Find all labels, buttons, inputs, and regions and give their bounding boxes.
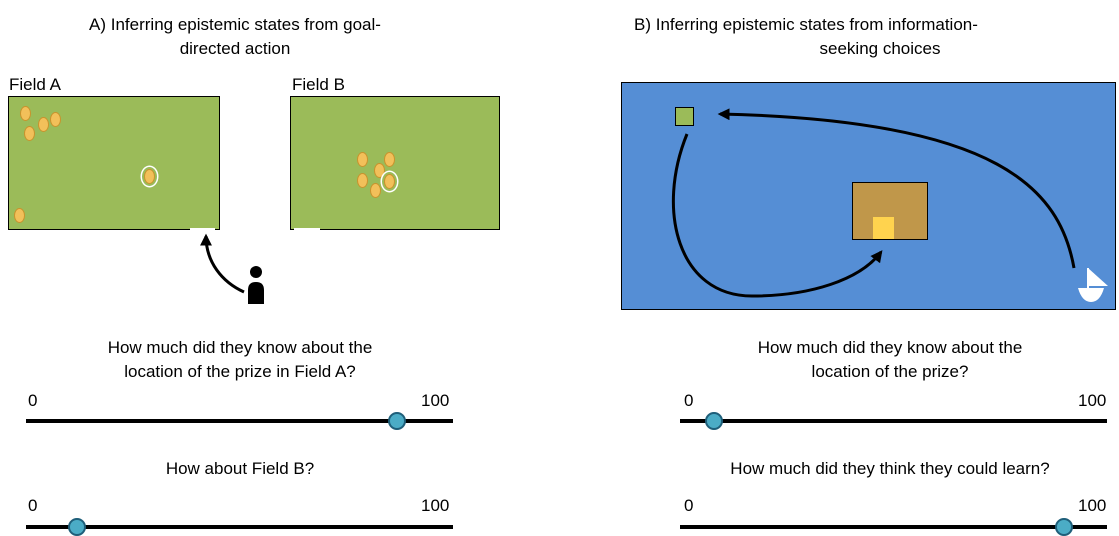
slider-b1-track[interactable]: [680, 412, 1107, 430]
slider-a2-max-label: 100: [421, 496, 450, 515]
panel-a-title-line2: directed action: [179, 39, 291, 58]
question-a1-line2: location of the prize in Field A?: [124, 362, 356, 381]
field-b: [290, 96, 500, 230]
panel-b-title-line2: seeking choices: [819, 39, 941, 58]
field-a-entrance: [190, 228, 215, 231]
panel-b-title-line1: B) Inferring epistemic states from infor…: [634, 15, 978, 34]
slider-a1-min-label: 0: [28, 391, 38, 410]
slider-b1-knob[interactable]: [705, 412, 724, 430]
seed: [50, 112, 61, 127]
seed: [374, 163, 385, 178]
question-b1-line1: How much did they know about the: [757, 338, 1023, 357]
question-a1-line1: How much did they know about the: [107, 338, 373, 357]
question-a2: How about Field B?: [165, 459, 315, 478]
field-a: [8, 96, 220, 230]
question-b2: How much did they think they could learn…: [730, 459, 1050, 478]
seed: [38, 117, 49, 132]
question-b1-line2: location of the prize?: [811, 362, 969, 381]
path-arrow-a: [200, 233, 245, 294]
seed: [357, 152, 368, 167]
seed: [370, 183, 381, 198]
slider-b1-max-label: 100: [1078, 391, 1107, 410]
panel-a-title-line1: A) Inferring epistemic states from goal-: [89, 15, 381, 34]
person-icon: [248, 266, 264, 304]
field-b-entrance: [294, 228, 320, 231]
slider-b1-min-label: 0: [684, 391, 694, 410]
prize-square: [873, 217, 894, 239]
selected-seed: [384, 174, 395, 189]
prize-hut: [852, 182, 928, 240]
lake: [621, 82, 1116, 310]
seed: [384, 152, 395, 167]
field-b-label: Field B: [292, 75, 345, 94]
small-green-box: [675, 107, 694, 126]
path-arrow-b-long: [717, 108, 1076, 269]
selected-seed: [144, 169, 155, 184]
slider-a2-min-label: 0: [28, 496, 38, 515]
slider-b2-max-label: 100: [1078, 496, 1107, 515]
seed: [20, 106, 31, 121]
sailboat-icon: [1078, 268, 1108, 302]
slider-a1-max-label: 100: [421, 391, 450, 410]
seed: [14, 208, 25, 223]
path-arrow-b-curve: [671, 133, 883, 298]
field-a-label: Field A: [9, 75, 61, 94]
slider-a1-track[interactable]: [26, 412, 453, 430]
slider-b2-min-label: 0: [684, 496, 694, 515]
slider-a1-knob[interactable]: [388, 412, 407, 430]
seed: [357, 173, 368, 188]
seed: [24, 126, 35, 141]
